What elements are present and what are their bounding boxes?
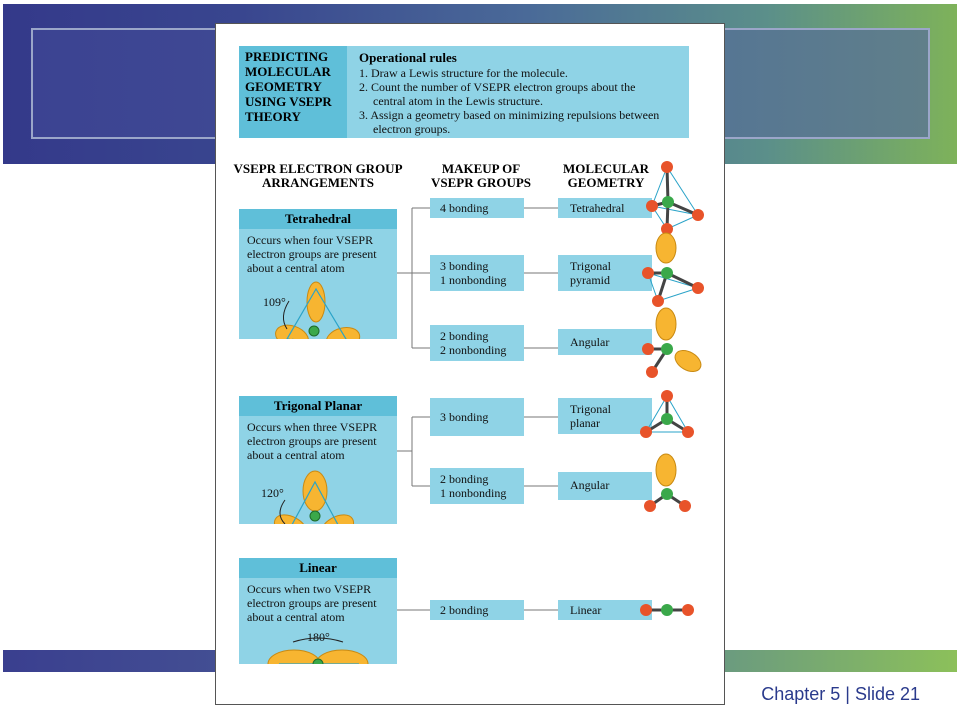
angular-bent-molecule-model [644, 453, 691, 512]
arrangement-title: Tetrahedral [239, 209, 397, 229]
linear-molecule-model [640, 604, 694, 616]
geometry-box: Linear [558, 600, 652, 620]
tetrahedral-molecule-model [646, 161, 704, 235]
arrangement-description: Occurs when four VSEPR electron groups a… [247, 233, 377, 275]
connector-lines [397, 207, 558, 611]
makeup-line: 1 nonbonding [440, 273, 507, 287]
arrangement-box-linear: Linear Occurs when two VSEPR electron gr… [239, 558, 397, 664]
trigonal-pyramid-molecule-model [642, 232, 704, 307]
geometry-line: Tetrahedral [570, 201, 625, 215]
rule-item: 2. Count the number of VSEPR electron gr… [359, 80, 636, 94]
makeup-line: 3 bonding [440, 259, 489, 273]
arrangement-description: Occurs when three VSEPR electron groups … [247, 420, 377, 462]
rule-item-cont: central atom in the Lewis structure. [373, 94, 543, 108]
heading-line: VSEPR ELECTRON GROUP [233, 161, 403, 176]
desc-line: Occurs when four VSEPR [247, 233, 374, 247]
geometry-line: planar [570, 416, 600, 430]
geometry-line: pyramid [570, 273, 610, 287]
desc-line: about a central atom [247, 610, 345, 624]
rule-item: 3. Assign a geometry based on minimizing… [359, 108, 660, 122]
makeup-line: 3 bonding [440, 410, 489, 424]
rules-content: Operational rules 1. Draw a Lewis struct… [359, 50, 684, 136]
desc-line: electron groups are present [247, 247, 377, 261]
heading-line: MOLECULAR [563, 161, 649, 176]
slide-number-label: Chapter 5 | Slide 21 [761, 684, 920, 704]
molecule-models [640, 161, 704, 616]
rules-title-line: MOLECULAR [245, 64, 331, 79]
heading-line: MAKEUP OF [441, 161, 521, 176]
makeup-box: 3 bonding 1 nonbonding [430, 255, 524, 291]
geometry-box: Trigonal planar [558, 398, 652, 434]
angular-molecule-model [642, 307, 702, 378]
rules-title: PREDICTING MOLECULAR GEOMETRY USING VSEP… [239, 46, 347, 138]
arrangement-title: Trigonal Planar [239, 396, 397, 416]
bond-angle-label: 180° [307, 630, 330, 644]
rules-title-line: THEORY [245, 109, 301, 124]
desc-line: electron groups are present [247, 434, 377, 448]
makeup-box: 2 bonding 2 nonbonding [430, 325, 524, 361]
geometry-box: Trigonal pyramid [558, 255, 652, 291]
makeup-line: 2 bonding [440, 472, 489, 486]
makeup-box: 2 bonding [430, 600, 524, 620]
makeup-box: 3 bonding [430, 398, 524, 436]
arrangement-description: Occurs when two VSEPR electron groups ar… [247, 582, 377, 624]
rules-title-line: GEOMETRY [245, 79, 322, 94]
desc-line: electron groups are present [247, 596, 377, 610]
column-heading-arrangements: VSEPR ELECTRON GROUP ARRANGEMENTS [228, 162, 408, 190]
heading-line: VSEPR GROUPS [430, 175, 532, 190]
geometry-line: Trigonal [570, 402, 611, 416]
vsepr-figure: PREDICTING MOLECULAR GEOMETRY USING VSEP… [215, 23, 725, 705]
rules-title-line: PREDICTING [245, 49, 329, 64]
makeup-line: 2 bonding [440, 329, 489, 343]
desc-line: about a central atom [247, 448, 345, 462]
makeup-line: 4 bonding [440, 201, 489, 215]
makeup-line: 1 nonbonding [440, 486, 507, 500]
heading-line: GEOMETRY [567, 175, 645, 190]
geometry-line: Angular [570, 335, 610, 349]
makeup-box: 2 bonding 1 nonbonding [430, 468, 524, 504]
column-heading-geometry: MOLECULAR GEOMETRY [551, 162, 661, 190]
makeup-box: 4 bonding [430, 198, 524, 218]
makeup-line: 2 bonding [440, 603, 489, 617]
rule-item-cont: electron groups. [373, 122, 451, 136]
geometry-box: Angular [558, 329, 652, 355]
arrangement-box-trigonal-planar: Trigonal Planar Occurs when three VSEPR … [239, 396, 397, 524]
geometry-line: Trigonal [570, 259, 611, 273]
makeup-line: 2 nonbonding [440, 343, 507, 357]
arrangement-title: Linear [239, 558, 397, 578]
tetrahedral-lobes-diagram [275, 281, 361, 339]
heading-line: ARRANGEMENTS [262, 175, 374, 190]
rules-heading: Operational rules [359, 50, 457, 65]
geometry-line: Linear [570, 603, 602, 617]
bond-angle-label: 120° [261, 486, 284, 500]
rules-box: PREDICTING MOLECULAR GEOMETRY USING VSEP… [239, 46, 689, 138]
arrangement-box-tetrahedral: Tetrahedral Occurs when four VSEPR elect… [239, 209, 397, 339]
geometry-box: Angular [558, 472, 652, 500]
column-heading-makeup: MAKEUP OF VSEPR GROUPS [421, 162, 541, 190]
geometry-box: Tetrahedral [558, 198, 652, 218]
linear-lobes-diagram [267, 637, 369, 664]
desc-line: Occurs when two VSEPR [247, 582, 372, 596]
trigonal-planar-molecule-model [640, 390, 694, 438]
trigonal-planar-lobes-diagram [273, 470, 355, 524]
geometry-line: Angular [570, 478, 610, 492]
desc-line: about a central atom [247, 261, 345, 275]
desc-line: Occurs when three VSEPR [247, 420, 378, 434]
bond-angle-label: 109° [263, 295, 286, 309]
rules-title-line: USING VSEPR [245, 94, 332, 109]
rule-item: 1. Draw a Lewis structure for the molecu… [359, 66, 568, 80]
